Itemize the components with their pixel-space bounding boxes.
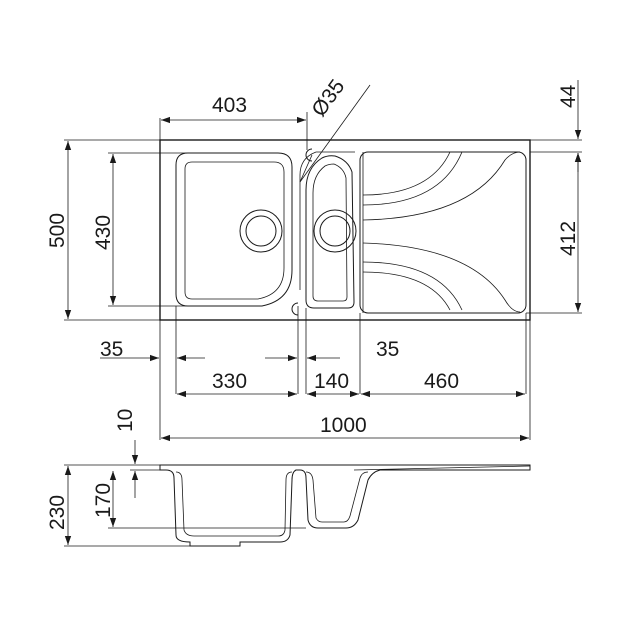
drainer-groove-4b (362, 271, 451, 311)
dim-170: 170 (92, 483, 115, 518)
dim-35-left: 35 (100, 338, 123, 361)
side-profile-inner-2 (305, 471, 369, 523)
dim-330: 330 (212, 370, 247, 393)
half-bowl (305, 155, 355, 309)
side-view (159, 464, 531, 547)
dim-140: 140 (314, 370, 349, 393)
drainer-groove-3 (362, 242, 521, 313)
side-profile (159, 464, 531, 547)
dim-10: 10 (114, 409, 137, 432)
half-drain-inner (319, 215, 351, 247)
dim-230: 230 (46, 495, 69, 530)
main-drain-outer (239, 209, 283, 253)
dim-430: 430 (92, 215, 115, 250)
main-drain-inner (245, 215, 277, 247)
dim-35-right: 35 (376, 338, 399, 361)
half-bowl-inner (312, 163, 348, 302)
dim-500: 500 (46, 213, 69, 248)
drainer-area (359, 151, 527, 314)
bowl-divider (299, 151, 355, 290)
drainer-groove-1b (362, 151, 451, 196)
dim-44: 44 (557, 84, 580, 108)
side-profile-inner (175, 471, 293, 537)
drainer-groove-1 (362, 151, 463, 206)
tap-hole-mark-top (305, 148, 313, 162)
drainer-groove-2 (362, 151, 521, 221)
tap-hole-mark-bottom (291, 302, 299, 316)
top-view (159, 139, 531, 321)
dimensions-side: 10 230 170 (46, 409, 306, 547)
dim-403: 403 (212, 94, 247, 117)
dim-1000: 1000 (320, 414, 367, 437)
dim-dia-35: Ø35 (307, 75, 349, 121)
dim-412: 412 (557, 221, 580, 256)
main-bowl (175, 152, 293, 307)
dim-460: 460 (424, 370, 459, 393)
sink-outline (159, 139, 531, 321)
drainer-groove-4 (362, 261, 463, 311)
main-bowl-inner (184, 161, 285, 300)
dimensions-top: 403 Ø35 44 412 500 430 (46, 75, 582, 442)
half-drain-outer (313, 209, 357, 253)
